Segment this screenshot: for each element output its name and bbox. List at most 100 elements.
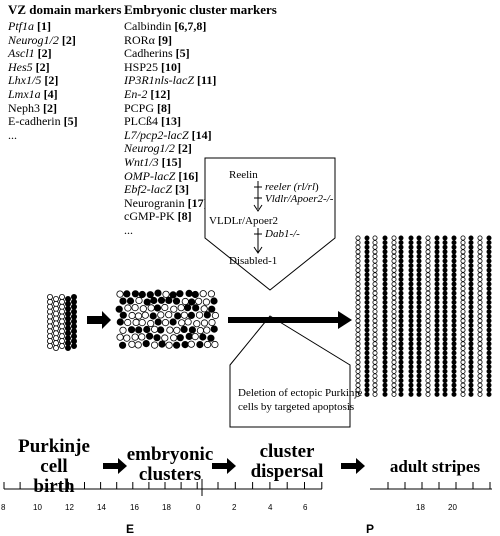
stripe-cell — [451, 253, 457, 259]
vz-marker-item: Lmx1a [4] — [8, 87, 78, 102]
stripe-cell — [460, 244, 466, 250]
stripe-cell — [398, 235, 404, 241]
vz-cell — [53, 315, 60, 322]
stripe-cell — [398, 295, 404, 301]
stripe-cell — [434, 368, 440, 374]
stripe-cell — [408, 382, 414, 388]
stripe-cell — [382, 359, 388, 365]
vz-cell — [71, 313, 78, 320]
stripe-cell — [486, 295, 492, 301]
stripe-cell — [434, 382, 440, 388]
stripe-cell — [434, 281, 440, 287]
cluster-cell — [176, 290, 184, 298]
stripe-cell — [408, 276, 414, 282]
stripe-cell — [364, 391, 370, 397]
stripe-cell — [355, 318, 361, 324]
stripe-cell — [442, 267, 448, 273]
stripe-cell — [355, 309, 361, 315]
stripe-cell — [416, 263, 422, 269]
stage-arrow-1 — [103, 458, 127, 474]
stripe-cell — [408, 332, 414, 338]
stripe-cell — [460, 299, 466, 305]
cluster-cell — [211, 340, 219, 349]
cluster-cell — [203, 326, 211, 334]
stripe-cell — [442, 244, 448, 250]
cluster-cell — [169, 318, 177, 326]
marker-name: ... — [8, 127, 17, 142]
stripe-cell — [460, 345, 466, 351]
stripe-cell — [451, 368, 457, 374]
stripe-cell — [382, 327, 388, 333]
stripe-cell — [408, 387, 414, 393]
cluster-cell — [161, 334, 169, 342]
stripe-cell — [425, 235, 431, 241]
stripe-cell — [468, 355, 474, 361]
stripe-cell — [425, 355, 431, 361]
cluster-cell — [143, 298, 151, 306]
marker-reference: [10] — [158, 59, 182, 74]
marker-name: Ascl1 — [8, 46, 35, 61]
stripe-cell — [398, 272, 404, 278]
stripe-cell — [486, 258, 492, 264]
stripe-cell — [434, 240, 440, 246]
cluster-cell — [185, 332, 193, 340]
stripe-cell — [468, 235, 474, 241]
stripe-cell — [355, 235, 361, 241]
embryonic-markers-list: Calbindin [6,7,8]RORα [9]Cadherins [5]HS… — [124, 19, 216, 238]
stripe-cell — [486, 244, 492, 250]
vz-cell — [53, 295, 60, 302]
vz-cell — [47, 303, 54, 310]
stripe-cell — [460, 387, 466, 393]
stripe-cell — [468, 249, 474, 255]
stripe-cell — [382, 318, 388, 324]
stripe-cell — [398, 249, 404, 255]
cluster-cell — [170, 305, 178, 313]
vz-cell — [59, 333, 66, 340]
stripe-cell — [425, 240, 431, 246]
stripe-cell — [355, 244, 361, 250]
cluster-cell — [181, 297, 189, 306]
stripe-cell — [442, 286, 448, 292]
stripe-cell — [416, 322, 422, 328]
stripe-cell — [486, 253, 492, 259]
stripe-cell — [442, 313, 448, 319]
stripe-cell — [477, 373, 483, 379]
stripe-cell — [391, 290, 397, 296]
marker-name: Calbindin — [124, 19, 172, 33]
stripe-cell — [372, 295, 378, 301]
vz-marker-item: Neurog1/2 [2] — [8, 33, 78, 48]
vz-cell — [71, 342, 78, 349]
vz-cell — [59, 303, 66, 310]
vz-cell — [71, 318, 78, 325]
stripe-cell — [425, 281, 431, 287]
stripe-cell — [416, 249, 422, 255]
vz-cell — [71, 333, 78, 340]
marker-reference: [15] — [158, 154, 182, 169]
stripe-cell — [477, 355, 483, 361]
stripe-cell — [382, 341, 388, 347]
stripe-cell — [364, 263, 370, 269]
cluster-cell — [134, 312, 143, 320]
stripe-cell — [355, 355, 361, 361]
stripe-cell — [477, 368, 483, 374]
stripe-cell — [460, 286, 466, 292]
stripe-cell — [425, 332, 431, 338]
stripe-cell — [391, 322, 397, 328]
dab1-mutant-label: Dab1-/- — [265, 228, 300, 240]
marker-reference: [2] — [41, 73, 59, 88]
stripe-cell — [398, 341, 404, 347]
stripe-cell — [355, 345, 361, 351]
stripe-cell — [451, 286, 457, 292]
cluster-cell — [132, 318, 140, 326]
vz-cell — [53, 320, 60, 327]
stripe-cell — [486, 391, 492, 397]
stripe-cell — [372, 244, 378, 250]
cluster-cell — [151, 341, 159, 349]
cluster-cell — [153, 334, 161, 342]
e-tick-label: 14 — [97, 503, 106, 512]
stripe-cell — [477, 290, 483, 296]
arrow-cluster-to-stripes — [228, 311, 352, 329]
stripe-cell — [372, 313, 378, 319]
stripe-cell — [451, 313, 457, 319]
cluster-cell — [196, 326, 204, 335]
